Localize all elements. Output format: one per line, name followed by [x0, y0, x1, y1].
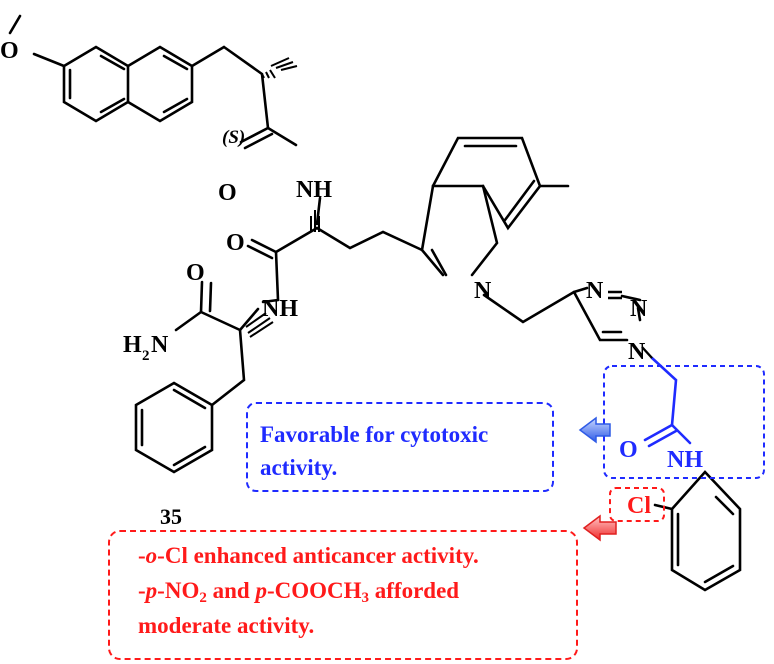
- chlorophenyl-bonds: [653, 470, 742, 592]
- h2n-subscript: 2: [142, 348, 150, 364]
- amide2-nh: NH: [262, 296, 298, 322]
- acetamide-highlight-bonds: [643, 356, 692, 448]
- triazole-n1: N: [586, 278, 604, 304]
- triazole-n3: N: [628, 339, 646, 365]
- terminal-oxygen: O: [186, 260, 205, 286]
- methoxy-oxygen: O: [0, 38, 19, 64]
- blue-pointer-arrow-icon: [578, 416, 611, 444]
- acetamide-highlight-box: [603, 365, 765, 479]
- favorable-line-1: Favorable for cytotoxic: [260, 422, 489, 447]
- sar-line-1: -o-Cl enhanced anticancer activity.: [138, 543, 479, 568]
- sar-line-2: -p-NO2 and p-COOCH3 afforded: [138, 578, 460, 606]
- amide2-oxygen: O: [226, 230, 245, 256]
- amide1-oxygen: O: [218, 180, 237, 206]
- sar-line-3: moderate activity.: [138, 613, 315, 638]
- sar-activity-note: -o-Cl enhanced anticancer activity. -p-N…: [108, 530, 578, 660]
- triazole-n2: N: [630, 296, 648, 322]
- compound-number: 35: [160, 504, 182, 529]
- acetamide-nh: NH: [667, 447, 703, 473]
- triazole-n-bond: [608, 290, 622, 300]
- h2n-n: N: [151, 332, 169, 358]
- amide1-nh: NH: [296, 177, 332, 203]
- red-pointer-arrow-icon: [582, 514, 617, 542]
- favorable-activity-note: Favorable for cytotoxic activity.: [246, 402, 554, 492]
- molecule-bonds: [8, 14, 642, 474]
- stereo-descriptor: (S): [222, 127, 245, 148]
- indole-nitrogen: N: [474, 278, 492, 304]
- triazole-ring-bond: [641, 346, 653, 359]
- acetamide-oxygen: O: [619, 437, 638, 463]
- chloro-label: Cl: [627, 493, 651, 519]
- favorable-line-2: activity.: [260, 455, 338, 480]
- stereo-hashes: [245, 57, 320, 338]
- h2n-h: H: [123, 332, 142, 358]
- chloro-highlight-box: [609, 487, 665, 522]
